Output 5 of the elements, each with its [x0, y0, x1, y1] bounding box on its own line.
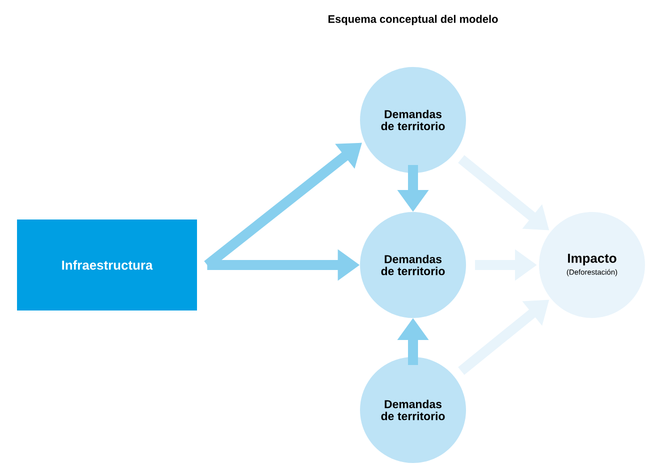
- process-box: Infraestructura: [17, 220, 197, 310]
- circle-node: Demandas de territorio: [360, 357, 466, 463]
- circle-node: Demandas de territorio: [360, 212, 466, 318]
- circle-node: Demandas de territorio: [360, 67, 466, 173]
- title: Esquema conceptual del modelo: [328, 14, 498, 26]
